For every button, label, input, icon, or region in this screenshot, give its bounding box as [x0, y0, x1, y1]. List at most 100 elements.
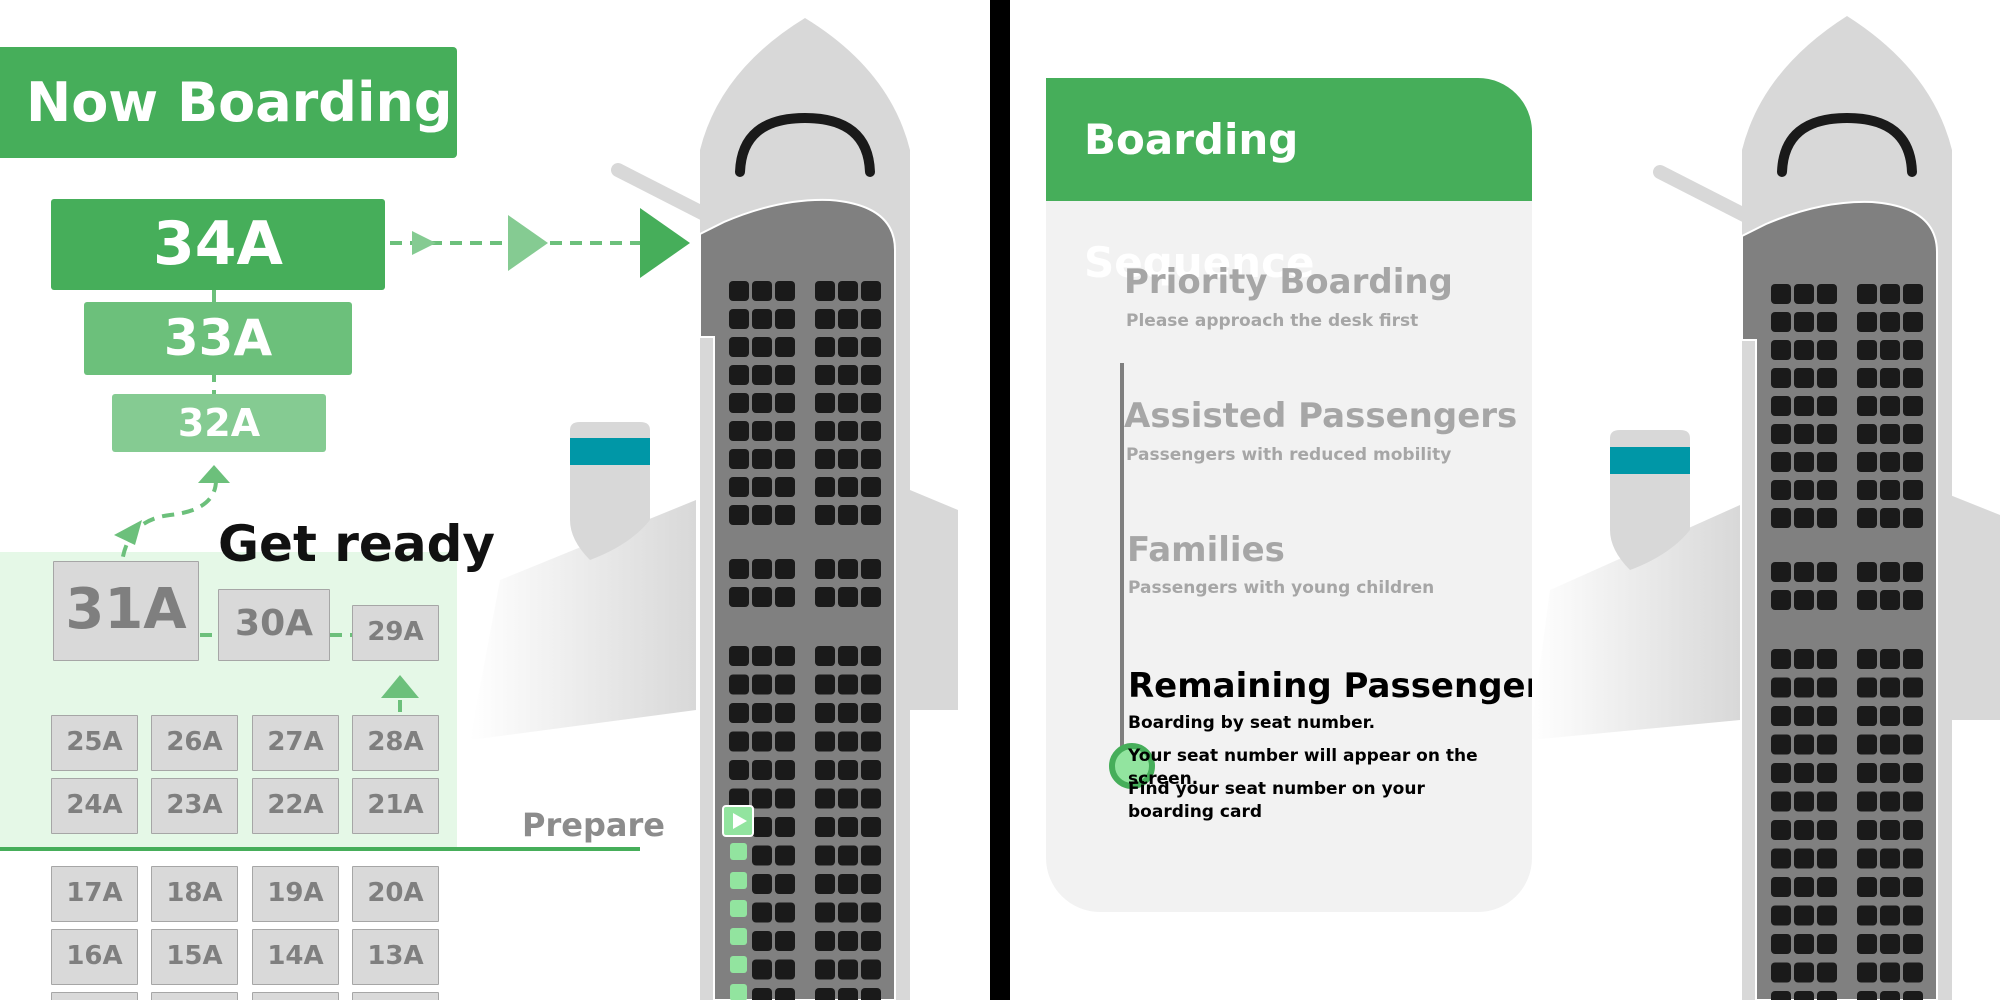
- cabin-seat: [1880, 396, 1900, 416]
- cabin-seat: [752, 477, 772, 497]
- cabin-seat: [1817, 590, 1837, 610]
- cabin-seat: [1903, 368, 1923, 388]
- cabin-seat: [1903, 991, 1923, 1000]
- cabin-seat: [1794, 508, 1814, 528]
- cabin-seat: [775, 421, 795, 441]
- cabin-seat: [729, 309, 749, 329]
- seat-tile: 23A: [151, 778, 238, 834]
- cabin-seat: [1857, 562, 1877, 582]
- now-boarding-header: Now Boarding: [0, 47, 457, 158]
- cabin-seat: [775, 674, 795, 695]
- cabin-seat: [1771, 763, 1791, 783]
- now-boarding-panel: Now Boarding 34A 33A 32A Get ready 31A 3…: [0, 0, 990, 1000]
- cabin-seat: [838, 505, 858, 525]
- cabin-seat: [861, 731, 881, 752]
- seat-map: [729, 281, 881, 1000]
- cabin-seat: [1857, 424, 1877, 444]
- cabin-seat: [729, 703, 749, 723]
- cabin-seat: [861, 309, 881, 329]
- seat-tile: 15A: [151, 929, 238, 985]
- cabin-seat: [775, 505, 795, 525]
- cabin-seat: [1857, 877, 1877, 897]
- cabin-seat: [1771, 368, 1791, 388]
- step-remaining-line: Boarding by seat number.: [1128, 713, 1376, 733]
- cabin-seat: [1880, 480, 1900, 500]
- cabin-seat: [861, 674, 881, 695]
- cabin-seat: [775, 309, 795, 329]
- cabin-seat: [752, 988, 772, 1000]
- cabin-seat: [861, 874, 881, 894]
- cabin-seat: [838, 449, 858, 469]
- cabin-seat: [815, 788, 835, 809]
- cabin-seat: [1771, 934, 1791, 954]
- cabin-seat: [729, 281, 749, 301]
- step-priority-subtitle: Please approach the desk first: [1126, 311, 1419, 331]
- seat-tile-partial: [151, 992, 238, 1000]
- cabin-seat: [1794, 312, 1814, 332]
- cabin-seat: [775, 845, 795, 866]
- cabin-seat: [729, 731, 749, 752]
- cabin-seat: [1857, 791, 1877, 812]
- step-assisted-title: Assisted Passengers: [1124, 396, 1518, 436]
- cabin-seat: [729, 365, 749, 385]
- seat-tile: 21A: [352, 778, 439, 834]
- cabin-seat: [1880, 649, 1900, 669]
- cabin-seat: [838, 281, 858, 301]
- cabin-seat: [815, 281, 835, 301]
- cabin-seat: [729, 477, 749, 497]
- boarding-sequence-panel: Boarding Sequence Priority Boarding Plea…: [1010, 0, 2000, 1000]
- cabin-seat: [1771, 962, 1791, 983]
- cabin-seat: [1817, 848, 1837, 869]
- cabin-seat: [1817, 312, 1837, 332]
- cabin-seat: [752, 309, 772, 329]
- cabin-seat: [1771, 424, 1791, 444]
- cabin-seat: [838, 959, 858, 980]
- cabin-seat: [752, 646, 772, 666]
- cabin-seat: [838, 731, 858, 752]
- arrow-up-icon: [114, 465, 419, 698]
- cabin-seat: [775, 731, 795, 752]
- cabin-seat: [1771, 452, 1791, 472]
- cabin-seat: [752, 731, 772, 752]
- cabin-seat: [838, 760, 858, 780]
- cabin-seat: [1880, 562, 1900, 582]
- cabin-seat: [1771, 562, 1791, 582]
- cabin-seat: [1817, 562, 1837, 582]
- cabin-seat: [815, 309, 835, 329]
- airplane-icon: [1530, 16, 2000, 1000]
- seat-tile: 25A: [51, 715, 138, 771]
- cabin-seat: [752, 760, 772, 780]
- cabin-seat: [1903, 312, 1923, 332]
- cabin-seat: [775, 337, 795, 357]
- cabin-seat: [1771, 590, 1791, 610]
- seat-tile: 19A: [252, 866, 339, 922]
- cabin-seat: [861, 559, 881, 579]
- cabin-seat: [752, 337, 772, 357]
- step-priority-title: Priority Boarding: [1124, 262, 1453, 302]
- cabin-seat: [1880, 763, 1900, 783]
- cabin-seat: [1817, 340, 1837, 360]
- cabin-seat: [838, 559, 858, 579]
- arrow-right-icon: [412, 208, 690, 278]
- cabin-seat: [1794, 368, 1814, 388]
- get-ready-label: Get ready: [218, 515, 495, 573]
- cabin-seat: [861, 845, 881, 866]
- step-families-title: Families: [1127, 530, 1285, 570]
- cabin-seat: [775, 393, 795, 413]
- cabin-seat: [1903, 934, 1923, 954]
- step-remaining-title: Remaining Passengers: [1128, 666, 1532, 706]
- seat-tile-partial: [352, 992, 439, 1000]
- cabin-seat: [815, 393, 835, 413]
- cabin-seat: [861, 587, 881, 607]
- seat-tile: 20A: [352, 866, 439, 922]
- seat-tile: 29A: [352, 605, 439, 661]
- step-assisted-subtitle: Passengers with reduced mobility: [1126, 445, 1452, 465]
- cabin-seat: [838, 845, 858, 866]
- cabin-seat: [1880, 848, 1900, 869]
- cabin-seat: [838, 477, 858, 497]
- cabin-seat: [1817, 820, 1837, 840]
- cabin-seat: [1880, 508, 1900, 528]
- cabin-seat: [775, 449, 795, 469]
- cabin-seat: [815, 874, 835, 894]
- seat-tile: 30A: [218, 589, 330, 661]
